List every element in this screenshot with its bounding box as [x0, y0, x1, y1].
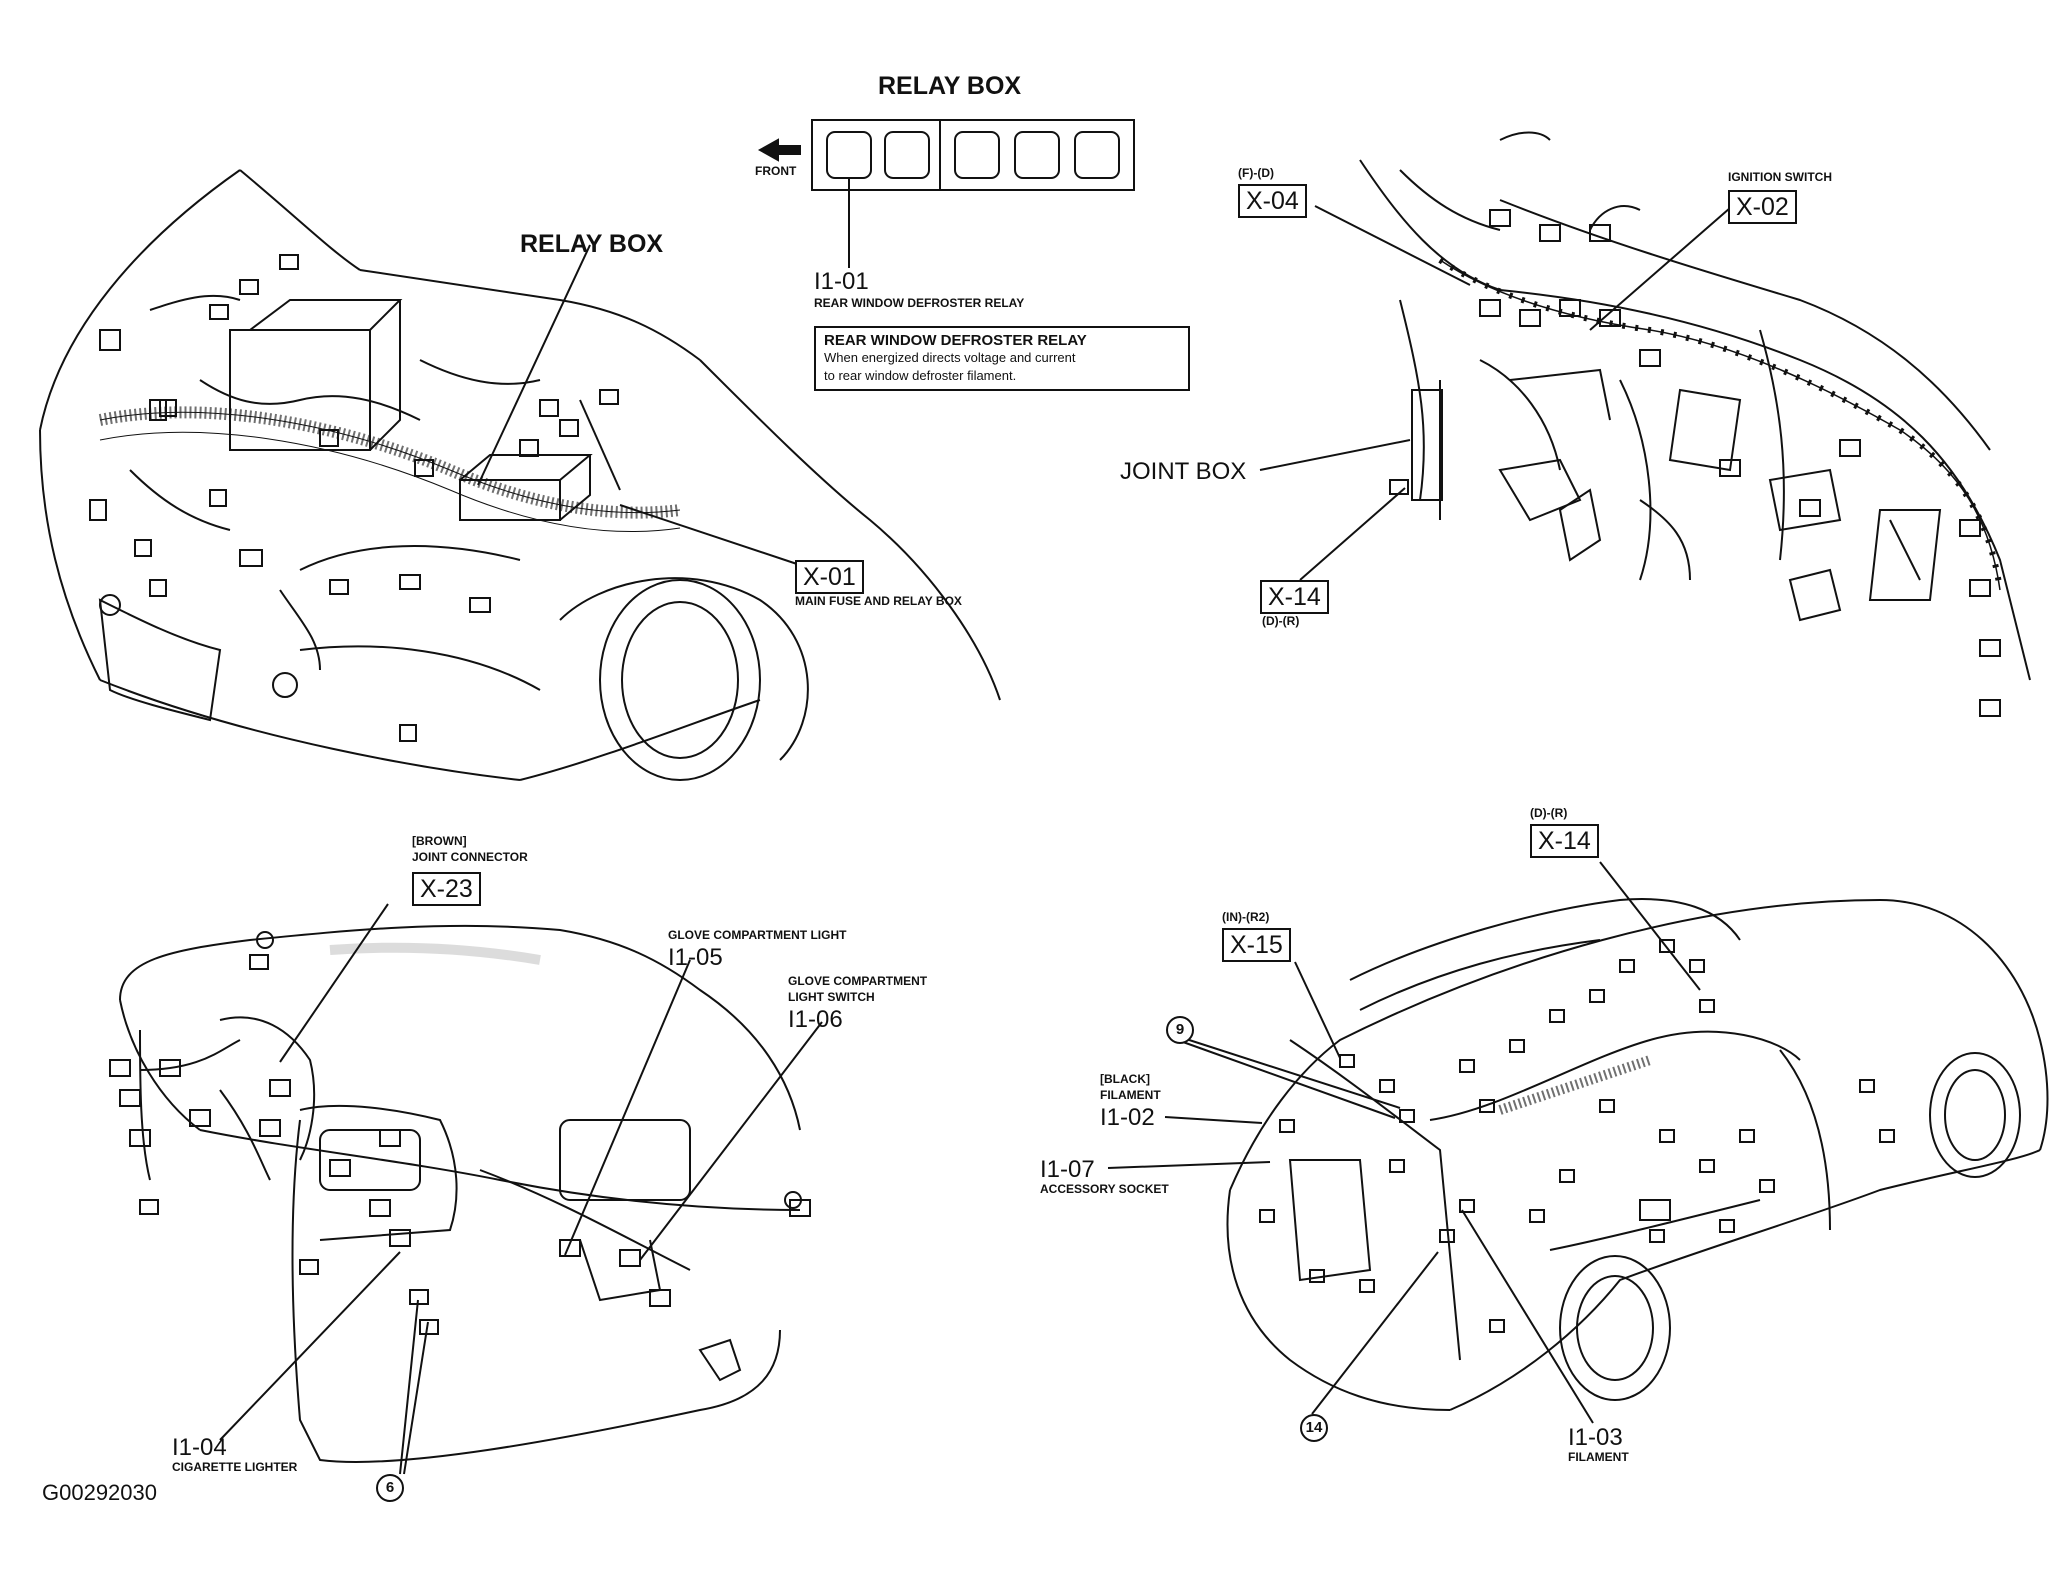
i103-desc: FILAMENT	[1568, 1450, 1629, 1464]
i104-desc: CIGARETTE LIGHTER	[172, 1460, 298, 1474]
code-i1-07: I1-07	[1040, 1156, 1095, 1183]
instrument-panel-drawing	[109, 903, 823, 1475]
figure-id: G00292030	[42, 1480, 157, 1505]
code-i1-05: I1-05	[668, 944, 723, 971]
code-i1-02: I1-02	[1100, 1104, 1155, 1131]
rear-vehicle-drawing	[1107, 861, 2049, 1424]
engine-compartment-drawing	[39, 169, 1001, 781]
x23-desc: JOINT CONNECTOR	[412, 850, 528, 864]
ignition-switch-label: IGNITION SWITCH	[1728, 170, 1832, 184]
x14-dash-position: (D)-(R)	[1262, 614, 1300, 628]
joint-box-label: JOINT BOX	[1120, 458, 1247, 485]
x04-position: (F)-(D)	[1238, 166, 1274, 180]
relay-box-schematic	[757, 119, 1135, 268]
defroster-relay-note: REAR WINDOW DEFROSTER RELAY When energiz…	[814, 326, 1190, 391]
connector-x01: X-01	[795, 560, 864, 594]
i102-color: [BLACK]	[1100, 1072, 1150, 1086]
connector-x15: X-15	[1222, 928, 1291, 962]
code-i1-03: I1-03	[1568, 1424, 1623, 1451]
i106-desc-1: GLOVE COMPARTMENT	[788, 974, 928, 988]
x23-color: [BROWN]	[412, 834, 467, 848]
relay-code-desc: REAR WINDOW DEFROSTER RELAY	[814, 296, 1025, 310]
ground-point-14: 14	[1300, 1414, 1328, 1442]
connector-x02: X-02	[1728, 190, 1797, 224]
relay-box-title: RELAY BOX	[878, 72, 1022, 100]
relay-code-i1-01: I1-01	[814, 268, 869, 295]
x15-position: (IN)-(R2)	[1222, 910, 1270, 924]
note-title: REAR WINDOW DEFROSTER RELAY	[824, 332, 1087, 349]
code-i1-04: I1-04	[172, 1434, 227, 1461]
dashboard-interior-drawing	[1259, 131, 2031, 717]
x14-rear-position: (D)-(R)	[1530, 806, 1568, 820]
front-label: FRONT	[755, 164, 797, 178]
front-arrow-icon	[757, 138, 801, 162]
connector-x01-desc: MAIN FUSE AND RELAY BOX	[795, 594, 962, 608]
engine-relay-box-label: RELAY BOX	[520, 230, 664, 258]
connector-x14-rear: X-14	[1530, 824, 1599, 858]
ground-point-9: 9	[1166, 1016, 1194, 1044]
i105-desc: GLOVE COMPARTMENT LIGHT	[668, 928, 847, 942]
note-line-2: to rear window defroster filament.	[824, 368, 1017, 383]
i102-desc: FILAMENT	[1100, 1088, 1161, 1102]
connector-x14-dash: X-14	[1260, 580, 1329, 614]
i106-desc-2: LIGHT SWITCH	[788, 990, 875, 1004]
code-i1-06: I1-06	[788, 1006, 843, 1033]
connector-x23: X-23	[412, 872, 481, 906]
i107-desc: ACCESSORY SOCKET	[1040, 1182, 1169, 1196]
note-line-1: When energized directs voltage and curre…	[824, 350, 1076, 365]
connector-x04: X-04	[1238, 184, 1307, 218]
ground-point-6: 6	[376, 1474, 404, 1502]
